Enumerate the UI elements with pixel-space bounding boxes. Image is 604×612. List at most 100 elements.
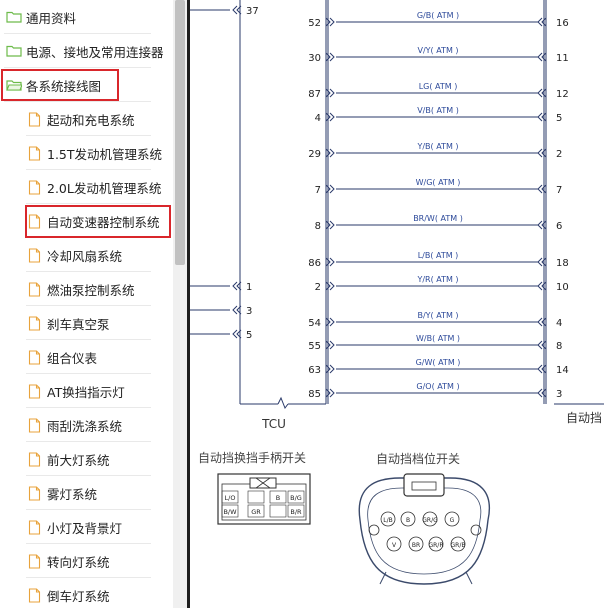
tree-item-label: 起动和充电系统 [47,112,135,128]
connector-tab [379,571,473,585]
tree-item[interactable]: 通用资料 [0,0,173,34]
connector-pin-cell [269,504,287,518]
connector-chevron [537,17,547,27]
pin-number: 18 [556,258,569,269]
pin-number: 63 [308,365,321,376]
connector-pin-cell [269,490,287,504]
connector-chevron [537,220,547,230]
connector-pin-label: GR/R [428,542,443,549]
tree-item-label: 冷却风扇系统 [47,248,123,264]
sidebar-scrollbar[interactable] [173,0,187,608]
wire-color-label: B/Y( ATM ) [417,311,458,320]
connector-latch [411,481,437,491]
connector-chevron [537,112,547,122]
tree-item[interactable]: 前大灯系统 [0,442,173,476]
tree-item[interactable]: 组合仪表 [0,340,173,374]
pin-number: 4 [556,318,562,329]
pin-number: 12 [556,89,569,100]
tree-item[interactable]: 转向灯系统 [0,544,173,578]
tree-item[interactable]: 雨刮洗涤系统 [0,408,173,442]
connector-pin-label: B [276,494,280,502]
connector-latch [403,473,445,497]
tree-sidebar: 通用资料电源、接地及常用连接器各系统接线图起动和充电系统 1.5T发动机管理系统 2… [0,0,173,608]
item-separator [26,135,151,136]
connector-chevron [325,88,335,98]
connector-pin-label: L/O [225,494,236,502]
document-icon [28,179,41,195]
tree-item[interactable]: 各系统接线图 [0,68,173,102]
connector-pin-label: B/G [290,494,302,502]
connector-pin [444,511,460,527]
connector-pin [400,511,416,527]
pin-number: 10 [556,282,569,293]
connector-pin-label: GR/G [422,517,438,524]
item-separator [4,33,151,34]
wire-color-label: Y/R( ATM ) [416,275,458,284]
connector-pin-cell [221,504,239,518]
wire-color-label: V/B( ATM ) [417,106,459,115]
pin-number: 3 [246,306,252,317]
item-separator [26,407,151,408]
tree-item[interactable]: 起动和充电系统 [0,102,173,136]
tree-item-label: 小灯及背景灯 [47,520,123,536]
connector-pin [428,536,444,552]
pin-number: 7 [315,185,321,196]
connector-chevron [537,88,547,98]
pin-number: 85 [308,389,321,400]
tree-item[interactable]: AT换挡指示灯 [0,374,173,408]
pin-number: 37 [246,6,259,17]
wire-color-label: V/Y( ATM ) [417,46,458,55]
pin-number: 5 [556,113,562,124]
connector-pin-cell [247,490,265,504]
tree-item-label: 雨刮洗涤系统 [47,418,123,434]
connector-pin-label: B/W [223,508,237,516]
wire-color-label: G/B( ATM ) [417,11,459,20]
item-separator [26,543,151,544]
item-separator [26,373,151,374]
tree-item-label: 自动变速器控制系统 [47,214,160,230]
tree-item[interactable]: 小灯及背景灯 [0,510,173,544]
tree-item-label: AT换挡指示灯 [47,384,125,400]
connector-pin-label: B/R [290,508,302,516]
connector-title: 自动挡档位开关 [376,451,460,466]
pin-number: 6 [556,221,562,232]
connector-latch [255,477,271,489]
tree-item-label: 各系统接线图 [26,78,102,94]
range-switch-connector [358,477,490,585]
pin-number: 11 [556,53,569,64]
tree-item[interactable]: 雾灯系统 [0,476,173,510]
connector-pin-label: V [392,542,397,549]
pin-number: 14 [556,365,569,376]
pin-number: 7 [556,185,562,196]
connector-chevron [537,148,547,158]
connector-pin-cell [221,490,239,504]
pane-divider[interactable] [187,0,190,608]
pin-number: 54 [308,318,321,329]
connector-chevron [325,388,335,398]
item-separator [26,169,151,170]
tree-item[interactable]: 燃油泵控制系统 [0,272,173,306]
tree-item-label: 通用资料 [26,10,77,26]
tree-item[interactable]: 2.0L发动机管理系统 [0,170,173,204]
tree-item[interactable]: 倒车灯系统 [0,578,173,608]
pin-number: 87 [308,89,321,100]
document-icon [28,145,41,161]
connector-chevron [232,281,242,291]
tree-item[interactable]: 刹车真空泵 [0,306,173,340]
tree-item[interactable]: 电源、接地及常用连接器 [0,34,173,68]
scrollbar-thumb[interactable] [175,0,185,265]
tree-item-label: 燃油泵控制系统 [47,282,135,298]
tree-item-label: 1.5T发动机管理系统 [47,146,163,162]
item-separator [26,577,151,578]
tree-item-label: 倒车灯系统 [47,588,110,604]
item-separator [26,203,151,204]
connector-pin [422,511,438,527]
tree-item[interactable]: 冷却风扇系统 [0,238,173,272]
item-separator [4,101,151,102]
connector-title: 自动挡换挡手柄开关 [198,451,306,465]
tree-item-label: 雾灯系统 [47,486,98,502]
tree-item[interactable]: 1.5T发动机管理系统 [0,136,173,170]
tree-item-label: 电源、接地及常用连接器 [26,44,164,60]
connector-chevron [537,184,547,194]
